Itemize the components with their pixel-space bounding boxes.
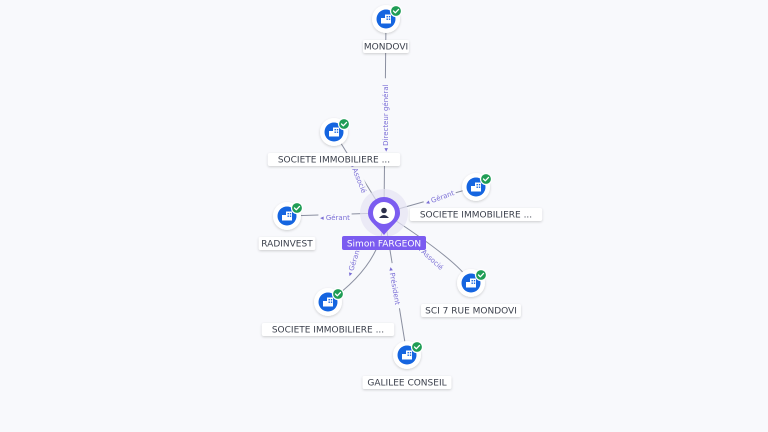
edge-label-bg [318,213,352,223]
edge-label: ◂ Gérant [346,246,363,277]
building-icon [323,297,333,307]
check-icon [474,268,488,282]
center-node[interactable]: Simon FARGEON [342,189,426,250]
check-icon [410,340,424,354]
node-label-text: SOCIETE IMMOBILIERE ... [420,211,532,221]
company-node-sci-3[interactable]: SOCIETE IMMOBILIERE ... [261,287,395,336]
node-label-text: SOCIETE IMMOBILIERE ... [272,326,384,336]
node-label-text: MONDOVI [364,43,408,53]
node-label[interactable]: SOCIETE IMMOBILIERE ... [261,323,395,336]
building-icon [282,211,292,221]
building-icon [466,278,476,288]
node-label-text: SOCIETE IMMOBILIERE ... [278,156,390,166]
node-label-text: RADINVEST [261,240,313,250]
node-label[interactable]: SOCIETE IMMOBILIERE ... [267,153,401,166]
company-node-radinvest[interactable]: RADINVEST [258,201,316,250]
edge-label: ◂ Directeur général [382,84,390,151]
node-label-text: SCI 7 RUE MONDOVI [425,307,517,317]
building-icon [381,14,391,24]
node-label-text: GALILEE CONSEIL [367,379,446,389]
check-icon [290,201,304,215]
center-name-label[interactable]: Simon FARGEON [342,236,426,250]
edge-label: ◂ Président [387,266,402,305]
edge-label-bg [385,262,403,310]
node-label[interactable]: GALILEE CONSEIL [362,376,452,389]
person-icon [379,207,389,218]
nodes-layer: MONDOVI SOCIETE IMMOBILIERE ... SOCIETE IM… [258,4,543,389]
building-icon [471,182,481,192]
check-icon [331,287,345,301]
node-label[interactable]: MONDOVI [363,40,409,53]
edge-label-bg [344,244,364,280]
building-icon [329,127,339,137]
edge-label-bg [422,187,458,209]
edge-label-bg [381,78,391,158]
edge-label: ◂ Gérant [425,189,456,207]
check-icon [337,117,351,131]
company-node-sci-1[interactable]: SOCIETE IMMOBILIERE ... [267,117,401,166]
node-label[interactable]: SCI 7 RUE MONDOVI [421,304,521,317]
company-node-galilee[interactable]: GALILEE CONSEIL [362,340,452,389]
edge-label: ◂ Gérant [320,214,350,222]
company-node-sci-2[interactable]: SOCIETE IMMOBILIERE ... [409,172,543,221]
building-icon [402,350,412,360]
node-label[interactable]: SOCIETE IMMOBILIERE ... [409,208,543,221]
company-node-sci7[interactable]: SCI 7 RUE MONDOVI [421,268,521,317]
center-name-text: Simon FARGEON [347,240,421,250]
company-node-mondovi[interactable]: MONDOVI [363,4,409,53]
edge-label-bg [346,158,370,198]
node-label[interactable]: RADINVEST [258,237,316,250]
check-icon [479,172,493,186]
check-icon [389,4,403,18]
